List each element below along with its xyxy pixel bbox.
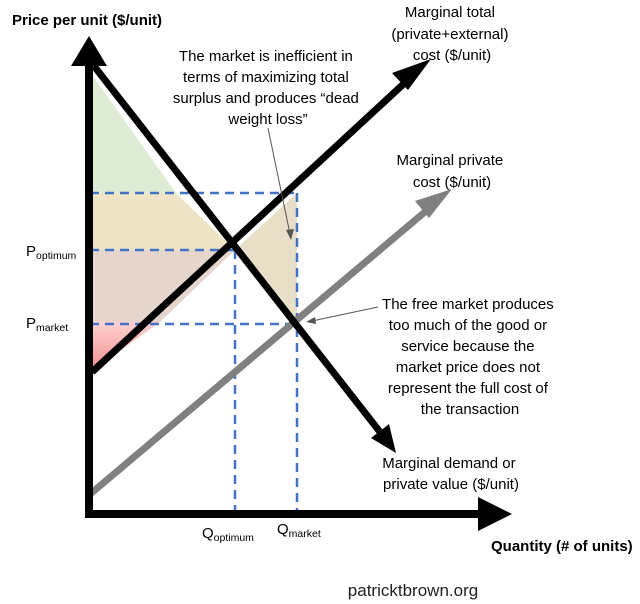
p-optimum-label: Poptimum — [26, 243, 77, 262]
upper-band-region — [90, 193, 235, 250]
inefficient-annotation: The market is inefficient in terms of ma… — [173, 48, 363, 128]
q-market-label: Qmarket — [277, 521, 321, 540]
total-cost-label: Marginal total (private+external) cost (… — [391, 4, 512, 64]
marginal-total-cost-arrowhead — [392, 59, 431, 90]
x-axis-title: Quantity (# of units) — [491, 538, 633, 555]
p-market-label: Pmarket — [26, 315, 68, 334]
marginal-private-cost-line — [86, 203, 435, 498]
free-market-pointer-head — [306, 317, 316, 324]
y-axis-arrowhead — [71, 36, 107, 66]
inefficient-pointer-head — [286, 229, 294, 240]
free-market-pointer — [311, 306, 379, 322]
consumer-surplus-region — [90, 72, 176, 193]
free-market-annotation: The free market produces too much of the… — [382, 296, 558, 418]
x-axis-arrowhead — [478, 497, 512, 531]
q-optimum-label: Qoptimum — [202, 525, 254, 544]
marginal-demand-line — [91, 63, 383, 435]
marginal-private-cost-arrowhead — [415, 189, 452, 218]
inefficient-pointer — [267, 127, 291, 235]
y-axis-title: Price per unit ($/unit) — [12, 12, 162, 29]
lower-band-region — [90, 250, 235, 322]
deadweight-loss-region — [235, 193, 297, 322]
private-cost-label: Marginal private cost ($/unit) — [397, 152, 508, 191]
site-credit: patricktbrown.org — [348, 581, 478, 600]
demand-label: Marginal demand or private value ($/unit… — [382, 455, 520, 493]
marginal-total-cost-line — [89, 75, 413, 375]
guide-lines — [90, 191, 300, 514]
marginal-demand-arrowhead — [371, 424, 396, 453]
